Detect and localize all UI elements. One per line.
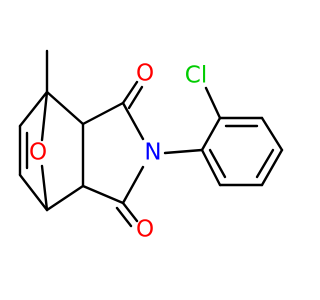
carbonyl-top-to-n-bond [121,101,145,141]
carbonyl-top-double-bond-a [121,80,139,105]
atom-label-bridge-oxygen: O [29,140,47,166]
bridgehead-bottom-to-alkene-bond [18,173,49,212]
phenyl-bond-6 [200,148,222,187]
c2-to-carbonyl-bottom-bond [81,184,125,205]
phenyl-double-bond-inner-3 [208,148,227,179]
phenyl-bond-3 [260,116,284,152]
carbonyl-bottom-double-bond-b [115,206,133,228]
bridge-o-top-bond [40,90,49,142]
c1-to-carbonyl-top-bond [81,101,125,126]
atom-label-chlorine: Cl [185,63,207,89]
carbonyl-bottom-to-n-bond [121,165,145,205]
alkene-to-bridgehead-top-bond [18,90,49,128]
atom-label-carbonyl-oxygen-top: O [136,61,154,87]
bridge-o-bottom-bond [40,164,49,212]
atom-label-carbonyl-oxygen-bottom: O [136,217,154,243]
phenyl-bond-1 [200,116,222,152]
phenyl-to-chlorine-bond [204,86,222,120]
phenyl-bond-4 [260,148,284,187]
c2-to-bridgehead-bottom-bond [45,184,85,212]
bridgehead-top-to-c1-bond [45,90,85,126]
phenyl-double-bond-inner-2 [255,148,275,179]
carbonyl-bottom-double-bond-a [121,201,139,223]
carbonyl-top-double-bond-b [127,85,144,110]
atom-label-imide-nitrogen: N [144,140,161,166]
molecule-structure: O O O N Cl [18,49,284,243]
n-to-phenyl-bond [163,148,204,155]
